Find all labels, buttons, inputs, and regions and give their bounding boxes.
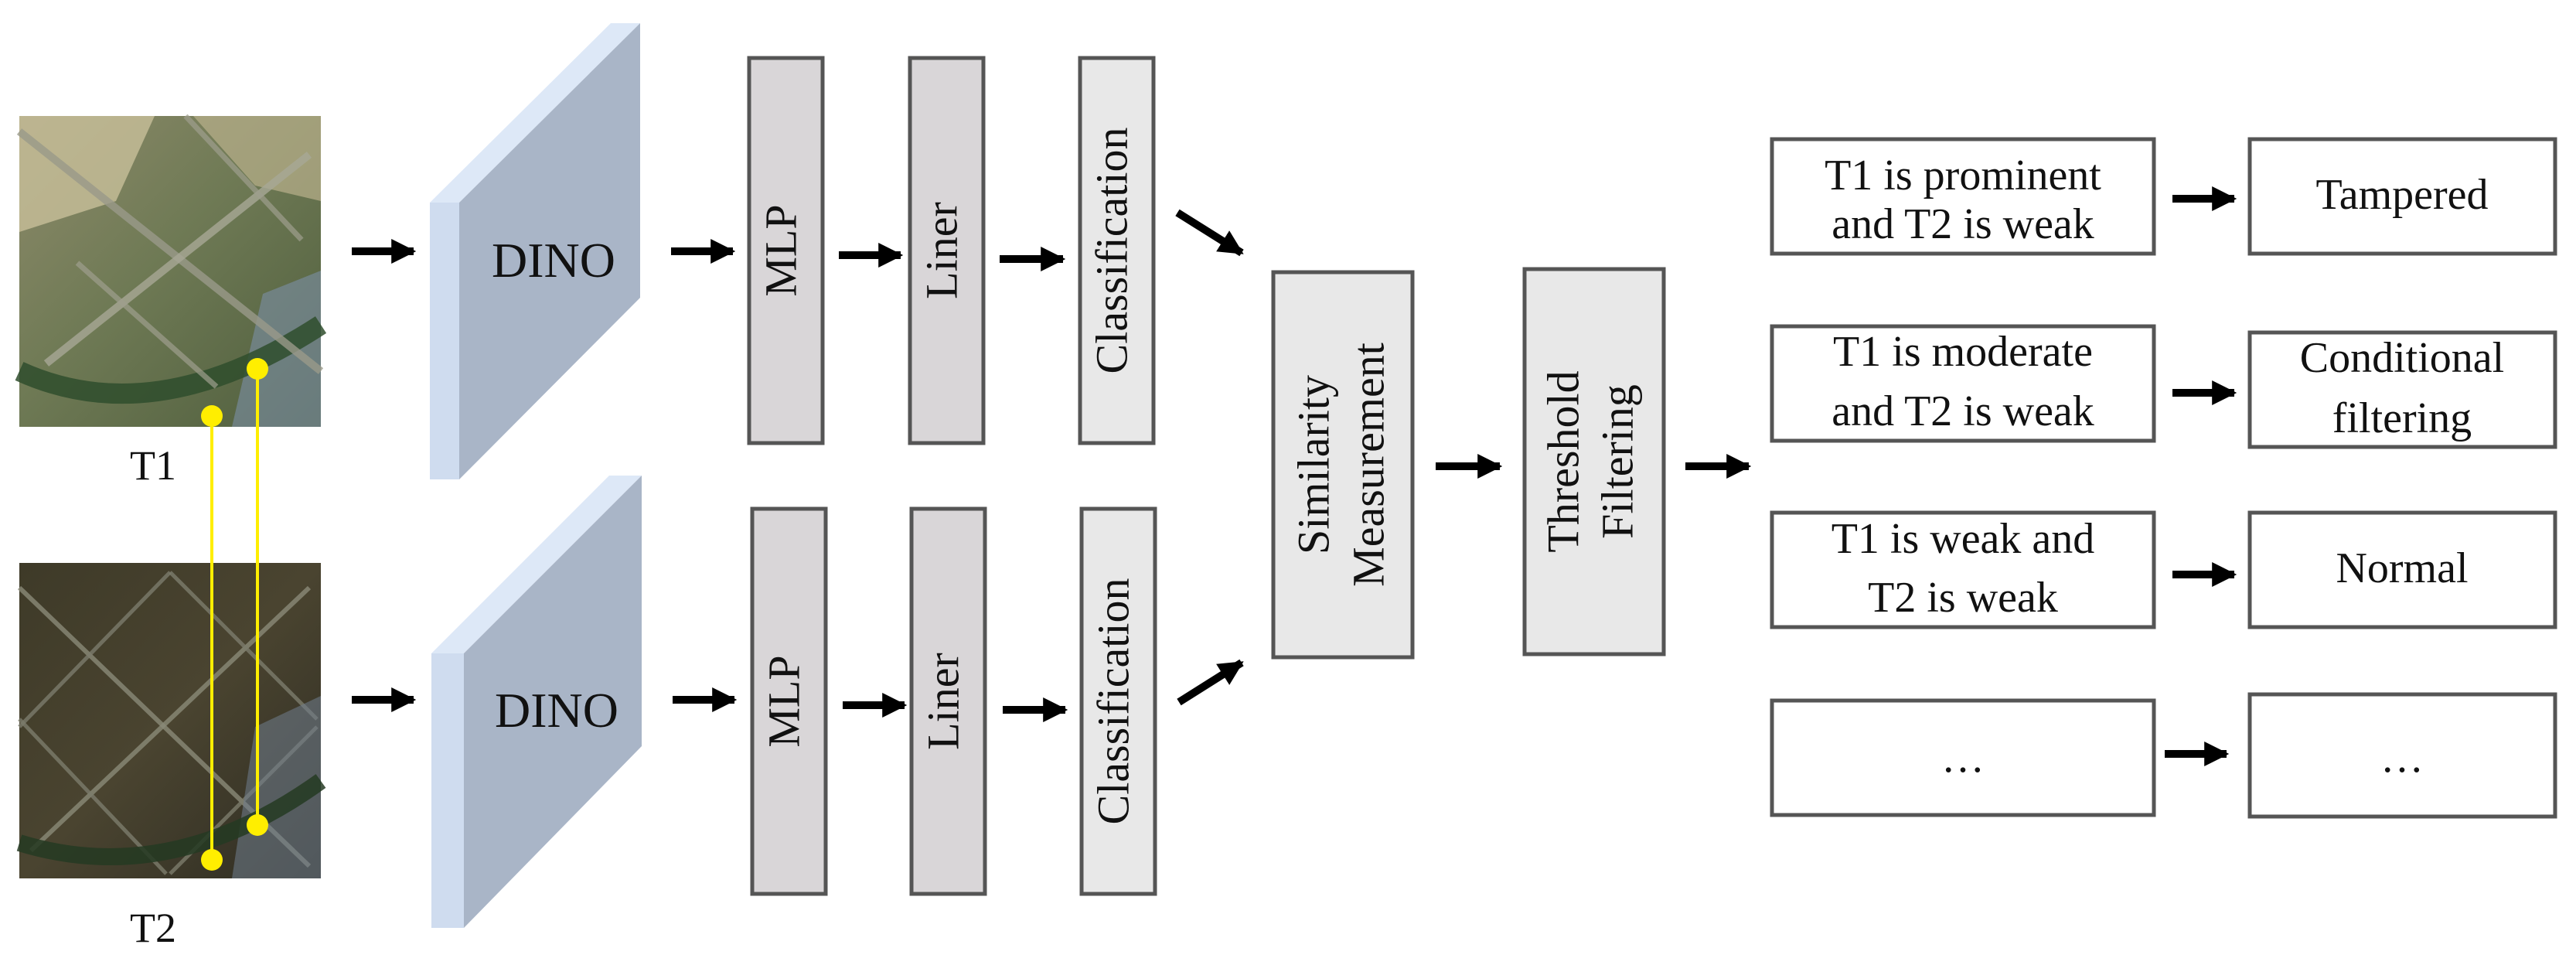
dino-block-top [430, 23, 640, 479]
arrow-bottom-to-similarity [1177, 659, 1244, 706]
condition-2-line2: and T2 is weak [1831, 387, 2094, 435]
condition-1-line1: T1 is prominent [1825, 152, 2101, 199]
condition-1-line2: and T2 is weak [1831, 200, 2094, 248]
similarity-label-line1: Similarity [1288, 375, 1338, 554]
condition-box-3 [1770, 510, 2156, 629]
satellite-image-t1 [15, 114, 327, 427]
similarity-label-line2: Measurement [1343, 343, 1393, 587]
classification-label-top: Classification [1086, 128, 1136, 374]
result-1-line1: Tampered [2315, 171, 2488, 219]
mlp-block-top [747, 56, 825, 445]
liner-label-top: Liner [916, 202, 966, 299]
t2-label: T2 [130, 905, 176, 951]
mlp-label-top: MLP [755, 204, 806, 296]
result-4-line1: … [2380, 734, 2424, 782]
arrow-top-to-similarity [1175, 209, 1244, 257]
classification-label-bottom: Classification [1088, 578, 1138, 825]
classification-block-bottom [1079, 506, 1157, 896]
result-3-line1: Normal [2336, 544, 2468, 592]
liner-block-bottom [909, 506, 987, 896]
dino-label-top: DINO [492, 233, 615, 288]
result-box-2 [2247, 330, 2557, 449]
correspondence-markers [201, 358, 268, 871]
similarity-measurement-block [1271, 270, 1415, 660]
condition-box-1 [1770, 137, 2156, 256]
result-box-3 [2247, 510, 2557, 629]
dino-block-bottom [431, 476, 642, 928]
mlp-block-bottom [750, 506, 828, 896]
threshold-filtering-block [1522, 267, 1666, 656]
dino-label-bottom: DINO [495, 683, 618, 738]
result-2-line2: filtering [2332, 394, 2472, 442]
liner-block-top [908, 56, 986, 445]
threshold-label-line1: Threshold [1538, 370, 1588, 552]
result-box-4 [2247, 692, 2557, 819]
satellite-image-t2 [16, 563, 326, 878]
condition-2-line1: T1 is moderate [1833, 328, 2093, 376]
condition-3-line2: T2 is weak [1868, 574, 2058, 622]
condition-box-4 [1770, 698, 2156, 817]
result-2-line1: Conditional [2300, 334, 2504, 382]
liner-label-bottom: Liner [918, 653, 968, 750]
threshold-label-line2: Filtering [1592, 384, 1642, 539]
condition-4-line1: … [1941, 734, 1985, 782]
result-box-1 [2247, 137, 2557, 256]
classification-block-top [1078, 56, 1156, 445]
condition-3-line1: T1 is weak and [1831, 515, 2095, 563]
mlp-label-bottom: MLP [758, 655, 809, 747]
condition-box-2 [1770, 324, 2156, 443]
t1-label: T1 [130, 442, 176, 489]
